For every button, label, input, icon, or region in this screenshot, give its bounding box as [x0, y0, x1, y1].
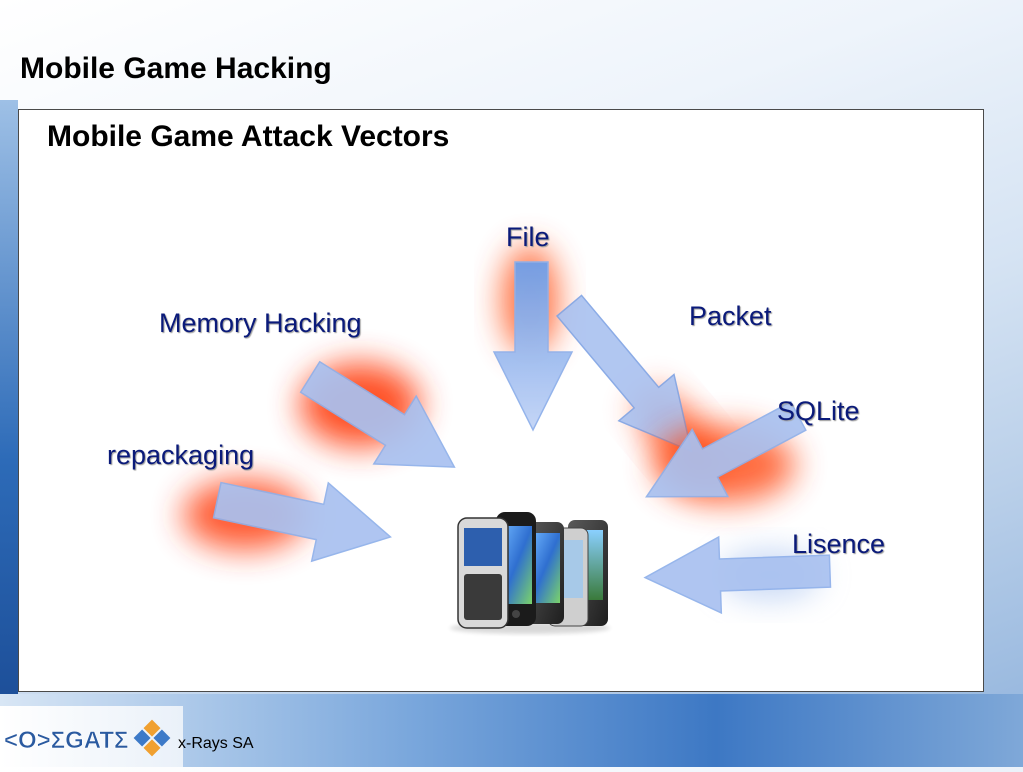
logo-wordmark: <O>ΣGATΣ — [4, 727, 128, 754]
panel-heading: Mobile Game Attack Vectors — [47, 120, 450, 153]
slide-title: Mobile Game Hacking — [20, 52, 332, 85]
logo-graphic: <O>ΣGATΣ — [4, 719, 171, 757]
vector-label-packet: Packet — [689, 301, 772, 331]
sqlite-vector-arrow — [645, 400, 807, 503]
vector-label-sqlite: SQLite — [777, 396, 860, 426]
vector-label-file: File — [506, 222, 550, 252]
vector-label-memory-hacking: Memory Hacking — [159, 308, 362, 338]
codegate-logo-icon: <O>ΣGATΣ — [0, 706, 183, 767]
memory-hacking-vector-arrow — [299, 360, 456, 468]
smartphones-icon — [450, 512, 610, 634]
vector-label-lisence: Lisence — [792, 529, 886, 559]
vector-label-repackaging: repackaging — [107, 440, 255, 470]
file-vector-arrow — [492, 245, 574, 432]
repackaging-vector-arrow — [183, 480, 392, 563]
footer-copyright: x-Rays SA — [178, 735, 254, 752]
lisence-vector-arrow — [643, 535, 832, 615]
left-decorative-swoosh — [0, 100, 18, 700]
